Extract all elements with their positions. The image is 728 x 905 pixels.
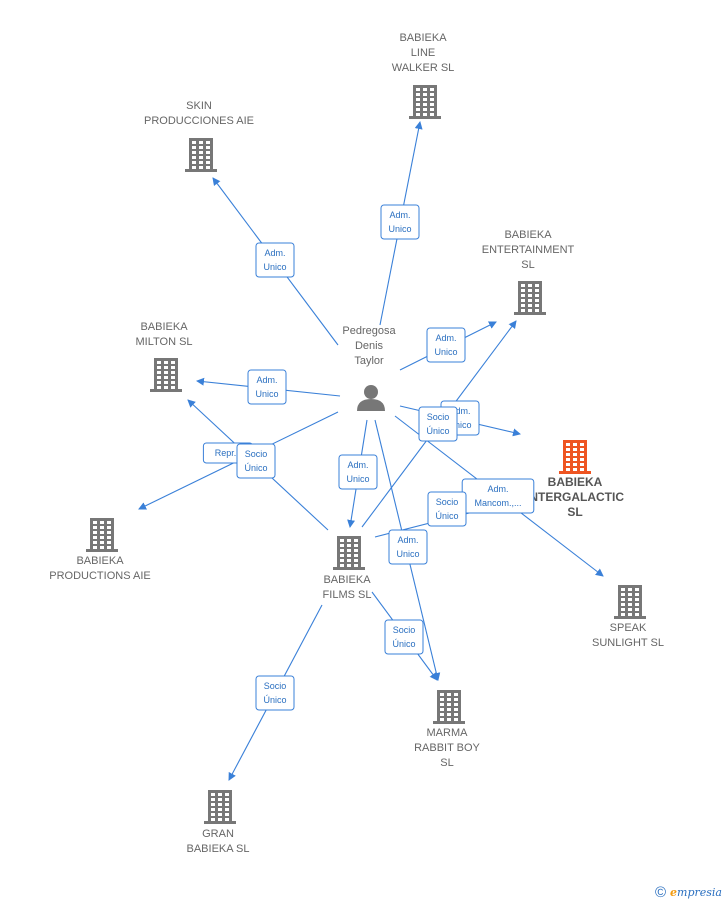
edge-label-text: Socio — [427, 412, 450, 422]
edge-label-text: Unico — [448, 420, 471, 430]
node-label: WALKER SL — [392, 62, 455, 74]
node-entertainment[interactable]: BABIEKA ENTERTAINMENT SL — [482, 229, 575, 315]
node-label: Pedregosa — [342, 325, 396, 337]
edge-label-text: Adm. — [264, 248, 285, 258]
node-films[interactable]: BABIEKA FILMS SL — [323, 536, 372, 601]
building-icon — [185, 138, 217, 172]
edge-label-text: Repr... — [215, 448, 242, 458]
building-icon — [150, 358, 182, 392]
node-label: PRODUCTIONS AIE — [49, 570, 150, 582]
node-label: ENTERTAINMENT — [482, 244, 575, 256]
brand-logo: empresia — [670, 886, 722, 899]
edge-label-text: Adm. — [389, 210, 410, 220]
node-label: BABIEKA SL — [187, 843, 250, 855]
edge-label-text: Adm. — [256, 375, 277, 385]
node-label: SPEAK — [610, 622, 647, 634]
node-label: GRAN — [202, 828, 234, 840]
building-icon — [514, 281, 546, 315]
edge-label-text: Socio — [393, 625, 416, 635]
edge-label-text: Unico — [255, 389, 278, 399]
node-label: INTERGALACTIC — [526, 490, 624, 504]
footer-brand: © empresia — [655, 884, 722, 901]
node-marma[interactable]: MARMA RABBIT BOY SL — [414, 690, 481, 769]
edge-label-text: Unico — [346, 474, 369, 484]
edge-label-person-to-milton[interactable]: Adm. Unico — [247, 369, 287, 405]
edge-label-person-to-line_walker[interactable]: Adm. Unico — [380, 204, 420, 240]
edge-label-text: Adm. — [397, 535, 418, 545]
edge-label-person-to-marma[interactable]: Adm. Unico — [388, 529, 428, 565]
edge-label-person-to-films[interactable]: Adm. Unico — [338, 454, 378, 490]
node-label: SKIN — [186, 100, 212, 112]
building-icon — [409, 85, 441, 119]
node-label: SL — [521, 259, 534, 271]
node-gran[interactable]: GRAN BABIEKA SL — [187, 790, 250, 855]
node-label: RABBIT BOY — [414, 742, 480, 754]
node-label: BABIEKA — [399, 32, 447, 44]
node-label: MILTON SL — [135, 336, 192, 348]
node-label: BABIEKA — [504, 229, 552, 241]
edge-label-text: Mancom.,... — [474, 498, 521, 508]
node-speak[interactable]: SPEAK SUNLIGHT SL — [592, 585, 664, 649]
edge-label-text: Único — [426, 426, 449, 436]
node-label: Denis — [355, 340, 384, 352]
edge-label-text: Adm. — [487, 484, 508, 494]
node-label: BABIEKA — [548, 475, 603, 489]
edge-label-text: Socio — [436, 497, 459, 507]
node-label: SUNLIGHT SL — [592, 637, 664, 649]
edge-label-text: Unico — [434, 347, 457, 357]
edge-label-text: Adm. — [449, 406, 470, 416]
building-icon — [614, 585, 646, 619]
node-label: FILMS SL — [323, 589, 372, 601]
building-icon — [204, 790, 236, 824]
building-icon — [559, 440, 591, 474]
edge-label-text: Único — [244, 463, 267, 473]
edge-label-text: Unico — [396, 549, 419, 559]
edge-label-person-to-speak[interactable]: Adm. Mancom.,... — [461, 478, 535, 514]
node-skin[interactable]: SKIN PRODUCCIONES AIE — [144, 100, 254, 172]
edge-label-text: Adm. — [347, 460, 368, 470]
edge-labels-layer: Adm.UnicoAdm.UnicoAdm.UnicoAdm.UnicoAdm.… — [202, 204, 535, 711]
edge-label-text: Único — [392, 639, 415, 649]
edge-label-text: Unico — [388, 224, 411, 234]
node-label: PRODUCCIONES AIE — [144, 115, 254, 127]
copyright-icon: © — [654, 884, 667, 901]
node-label: BABIEKA — [323, 574, 371, 586]
edge-label-text: Socio — [264, 681, 287, 691]
building-icon — [86, 518, 118, 552]
edge-label-text: Adm. — [435, 333, 456, 343]
node-productions[interactable]: BABIEKA PRODUCTIONS AIE — [49, 518, 151, 582]
node-label: SL — [567, 505, 582, 519]
node-milton[interactable]: BABIEKA MILTON SL — [135, 321, 193, 392]
edge-label-text: Único — [435, 511, 458, 521]
edge-label-text: Socio — [245, 449, 268, 459]
node-label: Taylor — [354, 355, 384, 367]
node-label: LINE — [411, 47, 435, 59]
person-icon — [357, 385, 385, 411]
node-line_walker[interactable]: BABIEKA LINE WALKER SL — [392, 32, 455, 119]
building-icon — [333, 536, 365, 570]
edge-label-text: Unico — [263, 262, 286, 272]
edge-label-text: Único — [263, 695, 286, 705]
building-icon — [433, 690, 465, 724]
node-label: BABIEKA — [76, 555, 124, 567]
node-label: MARMA — [427, 727, 469, 739]
edge-label-person-to-skin[interactable]: Adm. Unico — [255, 242, 295, 278]
node-label: SL — [440, 757, 453, 769]
node-label: BABIEKA — [140, 321, 188, 333]
edge-label-person-to-entertainment[interactable]: Adm. Unico — [426, 327, 466, 363]
